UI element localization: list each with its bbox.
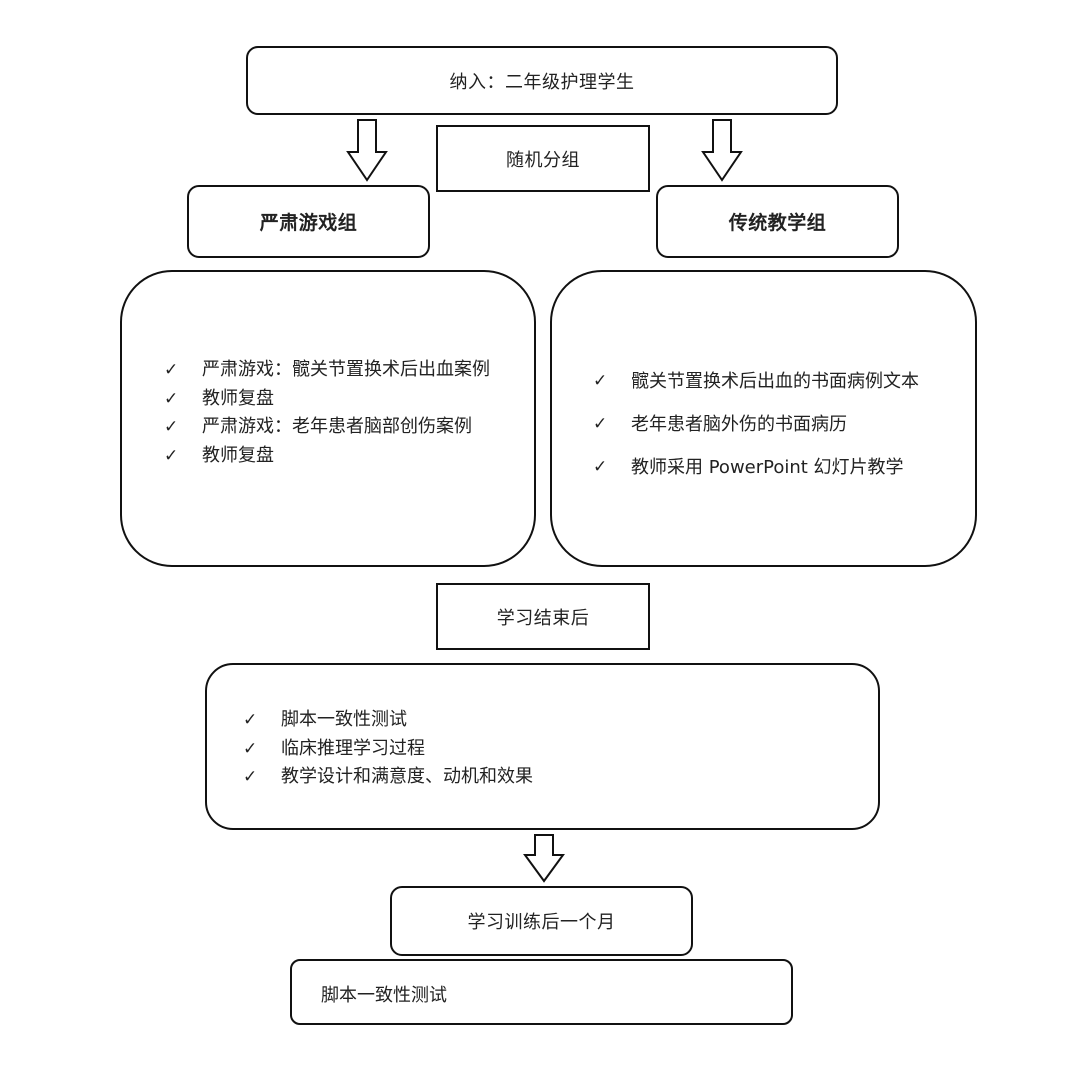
after-learning-title: 学习结束后 bbox=[496, 607, 590, 629]
checklist-item: ✓ 教师复盘 bbox=[164, 442, 490, 471]
outcomes-checklist: ✓ 脚本一致性测试 ✓ 临床推理学习过程 ✓ 教学设计和满意度、动机和效果 bbox=[243, 706, 533, 792]
serious-game-checklist: ✓ 严肃游戏：髋关节置换术后出血案例 ✓ 教师复盘 ✓ 严肃游戏：老年患者脑部创… bbox=[164, 356, 490, 470]
one-month-title: 学习训练后一个月 bbox=[467, 912, 616, 933]
traditional-checklist: ✓ 髋关节置换术后出血的书面病例文本 ✓ 老年患者脑外伤的书面病历 ✓ 教师采用… bbox=[593, 360, 919, 489]
check-icon: ✓ bbox=[593, 371, 608, 391]
check-icon: ✓ bbox=[164, 417, 179, 437]
checklist-item: ✓ 教师复盘 bbox=[164, 385, 490, 414]
inclusion-box: 纳入：二年级护理学生 bbox=[246, 46, 838, 115]
checklist-item-text: 教师采用 PowerPoint 幻灯片教学 bbox=[631, 457, 904, 478]
check-icon: ✓ bbox=[243, 738, 258, 759]
checklist-item-text: 教师复盘 bbox=[202, 387, 274, 409]
down-arrow-right bbox=[701, 119, 743, 182]
checklist-item: ✓ 严肃游戏：老年患者脑部创伤案例 bbox=[164, 413, 490, 442]
check-icon: ✓ bbox=[164, 388, 179, 409]
check-icon: ✓ bbox=[243, 767, 258, 787]
outcomes-box: ✓ 脚本一致性测试 ✓ 临床推理学习过程 ✓ 教学设计和满意度、动机和效果 bbox=[205, 663, 880, 830]
check-icon: ✓ bbox=[593, 457, 608, 477]
checklist-item: ✓ 老年患者脑外伤的书面病历 bbox=[593, 403, 919, 446]
serious-game-group-box: 严肃游戏组 bbox=[187, 185, 430, 258]
inclusion-label: 纳入：二年级护理学生 bbox=[449, 71, 635, 93]
one-month-box: 学习训练后一个月 bbox=[390, 886, 693, 956]
follow-up-test-label: 脚本一致性测试 bbox=[321, 985, 447, 1006]
randomization-box: 随机分组 bbox=[436, 125, 650, 192]
down-arrow-left bbox=[346, 119, 388, 182]
checklist-item-text: 脚本一致性测试 bbox=[281, 709, 407, 730]
check-icon: ✓ bbox=[243, 710, 258, 730]
serious-game-group-title: 严肃游戏组 bbox=[259, 212, 358, 234]
checklist-item: ✓ 严肃游戏：髋关节置换术后出血案例 bbox=[164, 356, 490, 385]
checklist-item: ✓ 脚本一致性测试 bbox=[243, 706, 533, 735]
traditional-group-box: 传统教学组 bbox=[656, 185, 899, 258]
check-icon: ✓ bbox=[164, 360, 179, 380]
checklist-item-text: 临床推理学习过程 bbox=[281, 737, 425, 759]
traditional-intervention-box: ✓ 髋关节置换术后出血的书面病例文本 ✓ 老年患者脑外伤的书面病历 ✓ 教师采用… bbox=[550, 270, 977, 567]
traditional-group-title: 传统教学组 bbox=[728, 212, 827, 234]
checklist-item: ✓ 教学设计和满意度、动机和效果 bbox=[243, 763, 533, 792]
serious-game-intervention-box: ✓ 严肃游戏：髋关节置换术后出血案例 ✓ 教师复盘 ✓ 严肃游戏：老年患者脑部创… bbox=[120, 270, 536, 567]
checklist-item-text: 教学设计和满意度、动机和效果 bbox=[281, 766, 533, 787]
checklist-item-text: 严肃游戏：髋关节置换术后出血案例 bbox=[202, 359, 490, 380]
checklist-item: ✓ 临床推理学习过程 bbox=[243, 735, 533, 764]
checklist-item: ✓ 髋关节置换术后出血的书面病例文本 bbox=[593, 360, 919, 403]
check-icon: ✓ bbox=[593, 414, 608, 434]
checklist-item-text: 教师复盘 bbox=[202, 444, 274, 466]
after-learning-box: 学习结束后 bbox=[436, 583, 650, 650]
randomization-label: 随机分组 bbox=[506, 149, 580, 171]
checklist-item-text: 老年患者脑外伤的书面病历 bbox=[631, 414, 847, 435]
check-icon: ✓ bbox=[164, 445, 179, 466]
checklist-item-text: 严肃游戏：老年患者脑部创伤案例 bbox=[202, 416, 472, 437]
follow-up-test-box: 脚本一致性测试 bbox=[290, 959, 793, 1025]
checklist-item: ✓ 教师采用 PowerPoint 幻灯片教学 bbox=[593, 446, 919, 489]
down-arrow-center bbox=[523, 834, 565, 883]
checklist-item-text: 髋关节置换术后出血的书面病例文本 bbox=[631, 371, 919, 392]
